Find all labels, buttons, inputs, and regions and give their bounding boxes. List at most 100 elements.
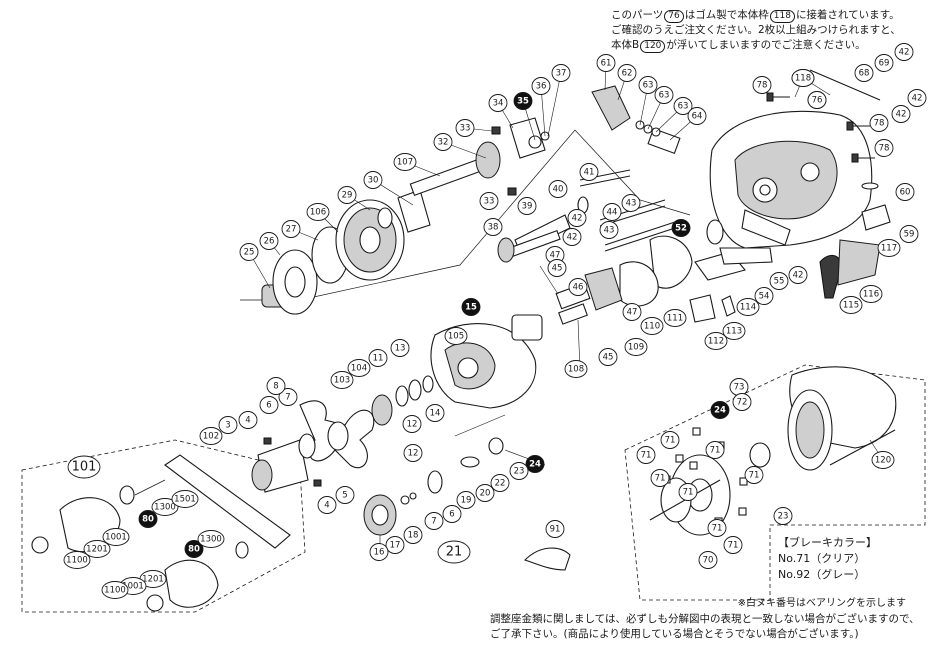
callout-circle [791,69,815,87]
callout-52: 52 [671,219,691,237]
callout-circle [461,298,481,316]
callout-layer: 7611812035363734333210730291062726253339… [63,43,927,599]
callout-label: 118 [795,74,811,84]
callout-circle [710,401,730,419]
callout-label: 80 [142,515,154,525]
callout-circle [874,139,894,157]
callout-label: 71 [641,451,652,461]
callout-circle [337,186,357,204]
callout-circle [564,360,588,378]
callout-42: 42 [891,105,911,123]
callout-circle [390,339,410,357]
callout-circle [259,396,279,414]
callout-44: 44 [602,203,622,221]
callout-circle [788,266,808,284]
callout-circle [705,441,725,459]
callout-117: 117 [877,239,901,257]
callout-60: 60 [895,183,915,201]
callout-78: 78 [874,139,894,157]
brake-color-item-grey: No.92（グレー） [778,568,866,581]
callout-circle [894,43,914,61]
callout-label: 43 [626,199,637,209]
callout-71: 71 [650,469,670,487]
callout-78: 78 [752,76,772,94]
callout-label: 117 [881,244,897,254]
callout-71: 71 [744,466,764,484]
callout-78: 78 [869,114,889,132]
callout-label: 19 [461,496,472,506]
washer-disclaimer-line-2: ご了承下さい。(商品により使用している場合とそうでない場合がございます。) [490,628,859,640]
callout-label: 39 [522,202,533,212]
callout-91: 91 [545,520,565,538]
callout-20: 20 [475,484,495,502]
callout-27: 27 [281,220,301,238]
callout-label: 112 [708,337,724,347]
callout-103: 103 [330,371,354,389]
callout-circle [306,203,330,221]
callout-label: 63 [659,91,670,101]
callout-circle [547,259,567,277]
clutch-group [555,182,891,325]
callout-circle [403,444,423,462]
note-part-badge: 120 [640,40,666,53]
callout-76: 76 [807,91,827,109]
callout-label: 1201 [142,575,164,585]
callout-circle [151,498,179,516]
callout-circle [369,543,389,561]
callout-label: 40 [553,185,564,195]
callout-circle [877,239,901,257]
callout-54: 54 [754,287,774,305]
callout-label: 27 [286,225,297,235]
callout-circle [385,536,405,554]
note-part-badge: 76 [664,10,684,23]
callout-59: 59 [899,225,919,243]
callout-42: 42 [562,228,582,246]
callout-circle [548,180,568,198]
callout-circle [424,512,444,530]
callout-label: 16 [374,548,385,558]
group-label-21: 21 [437,540,471,564]
callout-label: 17 [390,541,401,551]
brake-color-title: 【ブレーキカラー】 [778,536,877,549]
callout-label: 24 [529,460,541,470]
callout-label: 110 [644,322,660,332]
callout-circle [707,519,727,537]
callout-label: 68 [859,69,870,79]
callout-circle [899,225,919,243]
callout-label: 109 [628,343,644,353]
callout-circle [525,455,545,473]
callout-71: 71 [723,536,743,554]
callout-69: 69 [874,54,894,72]
note-text: はゴム製で本体枠 [684,9,769,21]
callout-25: 25 [239,243,259,261]
callout-label: 33 [484,197,495,207]
callout-label: 4 [324,501,329,511]
callout-113: 113 [722,322,746,340]
callout-label: 8 [273,382,278,392]
callout-71: 71 [678,483,698,501]
callout-circle [671,219,691,237]
callout-label: 41 [584,168,595,178]
brake-color-item-clear: No.71（クリア） [778,552,866,565]
callout-label: 115 [843,301,859,311]
callout-circle [562,228,582,246]
callout-circle [854,64,874,82]
callout-circle [698,551,718,569]
callout-circle [551,64,571,82]
callout-label: 32 [438,138,449,148]
frame-screws [766,69,881,163]
callout-label: 52 [675,224,687,234]
callout-label: 71 [655,474,666,484]
callout-circle [769,272,789,290]
callout-circle [218,416,238,434]
callout-label: 71 [665,436,676,446]
callout-55: 55 [769,272,789,290]
callout-23: 23 [509,462,529,480]
callout-label: 1001 [122,582,144,592]
callout-label: 14 [430,409,441,419]
callout-label: 42 [899,48,910,58]
callout-42: 42 [567,209,587,227]
callout-42: 42 [894,43,914,61]
callout-label: 63 [643,81,654,91]
